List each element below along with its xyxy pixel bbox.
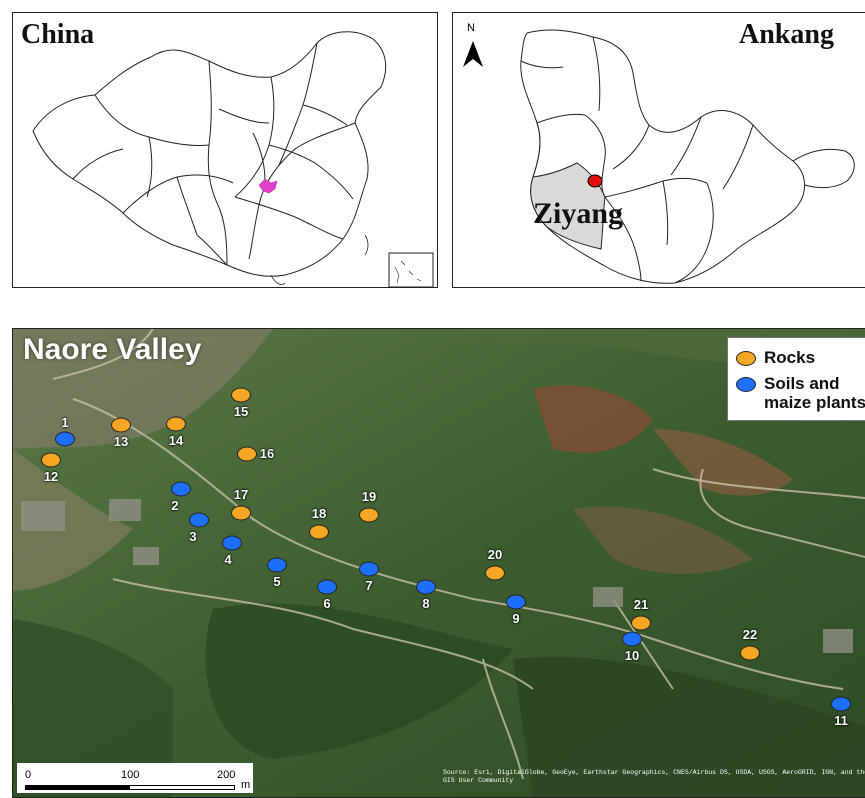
legend-item-soils: Soils and maize plants <box>736 374 865 412</box>
soil-sampling-site <box>506 594 526 610</box>
ziyang-label: Ziyang <box>533 197 624 230</box>
soil-sampling-site <box>317 579 337 595</box>
rock-sampling-site <box>631 615 651 631</box>
svg-text:N: N <box>467 22 475 34</box>
ankang-map-panel: Ankang N Ziyang <box>452 12 865 288</box>
rock-sampling-site <box>166 416 186 432</box>
site-label: 15 <box>233 404 249 419</box>
site-label: 18 <box>311 506 327 521</box>
rock-sampling-site <box>231 387 251 403</box>
scale-tick-label: 100 <box>121 769 140 781</box>
scale-tick-label: 200 <box>217 769 236 781</box>
china-outline-map <box>32 31 434 287</box>
ankang-county-map: N <box>463 22 855 284</box>
legend-label: Rocks <box>764 348 816 367</box>
site-label: 14 <box>168 433 184 448</box>
legend-label: Soils and maize plants <box>764 374 865 412</box>
rock-marker-icon <box>736 351 756 366</box>
site-label: 17 <box>233 487 249 502</box>
scale-tick-label: 0 <box>25 769 32 781</box>
site-label: 16 <box>259 446 275 461</box>
site-label: 21 <box>633 597 649 612</box>
site-label: 5 <box>273 574 281 589</box>
legend-item-rocks: Rocks <box>736 348 865 367</box>
ziyang-location-marker <box>587 174 603 188</box>
site-label: 6 <box>323 596 331 611</box>
site-label: 19 <box>361 489 377 504</box>
scale-track <box>25 785 235 790</box>
soil-sampling-site <box>189 512 209 528</box>
china-map-panel: China <box>12 12 438 288</box>
rock-sampling-site <box>740 645 760 661</box>
naore-valley-title: Naore Valley <box>23 333 202 366</box>
rock-sampling-site <box>237 446 257 462</box>
site-label: 11 <box>834 713 848 728</box>
soil-marker-icon <box>736 377 756 392</box>
rock-sampling-site <box>231 505 251 521</box>
site-label: 22 <box>742 627 758 642</box>
site-label: 2 <box>171 498 179 513</box>
map-legend: Rocks Soils and maize plants <box>727 337 865 421</box>
site-label: 10 <box>624 648 640 663</box>
soil-sampling-site <box>622 631 642 647</box>
naore-valley-satellite-panel: Naore Valley Rocks Soils and maize plant… <box>12 328 865 798</box>
site-label: 1 <box>61 415 69 430</box>
soil-sampling-site <box>831 696 851 712</box>
north-arrow-icon: N <box>463 22 483 67</box>
rock-sampling-site <box>309 524 329 540</box>
ankang-map-title: Ankang <box>739 19 834 50</box>
rock-sampling-site <box>111 417 131 433</box>
rock-sampling-site <box>485 565 505 581</box>
site-label: 3 <box>189 529 197 544</box>
satellite-imagery <box>13 329 865 797</box>
site-label: 13 <box>113 434 129 449</box>
scale-bar: 0 100 200 m <box>17 763 253 793</box>
site-label: 12 <box>43 469 59 484</box>
site-label: 20 <box>487 547 503 562</box>
site-label: 7 <box>365 578 373 593</box>
soil-sampling-site <box>171 481 191 497</box>
rock-sampling-site <box>41 452 61 468</box>
rock-sampling-site <box>359 507 379 523</box>
soil-sampling-site <box>359 561 379 577</box>
imagery-source-credit: Source: Esri, DigitalGlobe, GeoEye, Eart… <box>443 769 865 784</box>
site-label: 8 <box>422 596 430 611</box>
soil-sampling-site <box>267 557 287 573</box>
soil-sampling-site <box>416 579 436 595</box>
china-map-title: China <box>21 19 95 50</box>
scale-unit-label: m <box>241 779 251 791</box>
site-label: 4 <box>224 552 232 567</box>
soil-sampling-site <box>55 431 75 447</box>
soil-sampling-site <box>222 535 242 551</box>
site-label: 9 <box>512 611 520 626</box>
